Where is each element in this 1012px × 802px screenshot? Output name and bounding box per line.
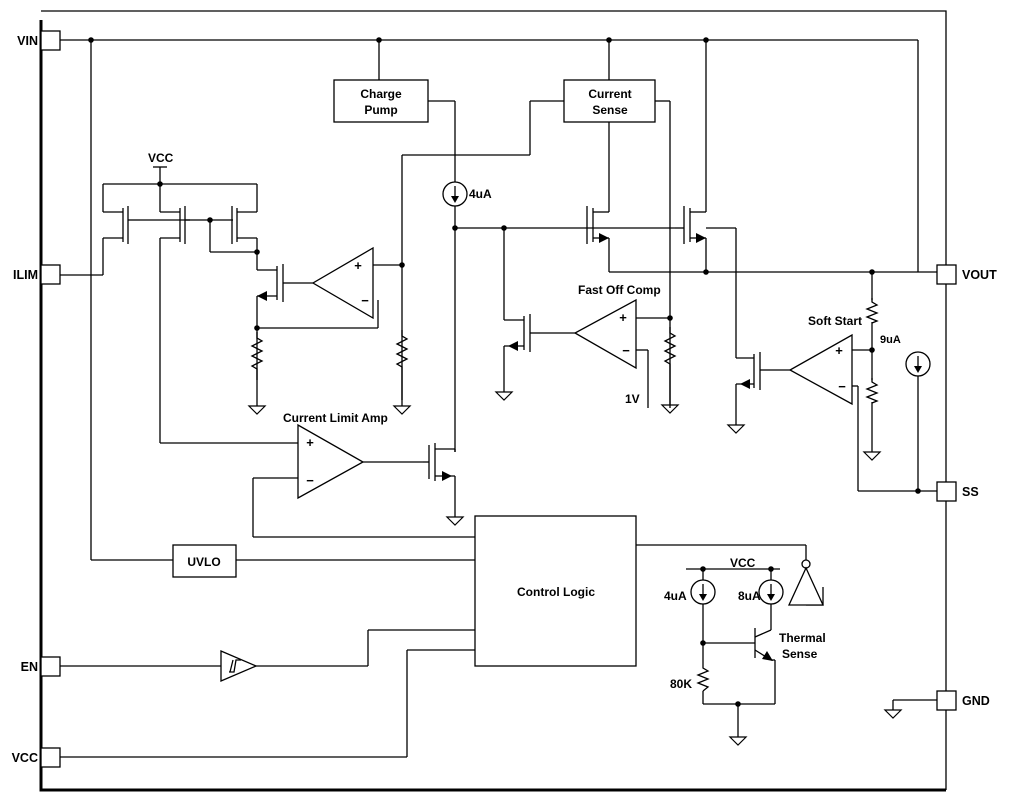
charge-pump-block: Charge Pump [333, 79, 429, 123]
control-logic-block: Control Logic [474, 515, 637, 667]
resistor-80k-label: 80K [670, 677, 692, 691]
error-amp: + − [311, 246, 374, 320]
current-limit-amp: + − [297, 423, 365, 500]
ground-icon [863, 451, 881, 461]
one-volt-label: 1V [625, 392, 640, 406]
resistor-sense [395, 330, 409, 378]
pin-vcc: VCC [12, 747, 61, 768]
current-sense-label-1: Current [588, 87, 631, 101]
pin-ilim: ILIM [13, 264, 61, 285]
fast-off-comp-minus: − [622, 343, 630, 358]
chip-outline [39, 10, 947, 792]
control-logic-label: Control Logic [517, 585, 595, 599]
pin-label-gnd: GND [962, 694, 990, 708]
soft-start-label: Soft Start [808, 314, 862, 328]
pin-label-vout: VOUT [962, 268, 997, 282]
soft-start-minus: − [838, 379, 846, 394]
resistor-fast-off [663, 327, 677, 375]
junction-dots [88, 37, 921, 707]
current-8ua-thermal-label: 8uA [738, 589, 761, 603]
fast-off-fet [504, 314, 540, 352]
current-limit-plus: + [306, 435, 314, 450]
current-4ua-top-label: 4uA [469, 187, 492, 201]
pin-label-vcc: VCC [12, 751, 38, 765]
vcc-thermal-label: VCC [730, 556, 756, 570]
fast-off-comp-label: Fast Off Comp [578, 283, 661, 297]
mirror-fet-3 [231, 206, 238, 244]
charge-pump-label-2: Pump [364, 103, 397, 117]
thermal-sense-label-1: Thermal [779, 631, 826, 645]
fast-off-comp: + − [573, 298, 637, 370]
current-limit-fet [423, 443, 456, 481]
pin-ss: SS [936, 481, 979, 502]
pin-vin: VIN [17, 30, 61, 51]
inverter [787, 559, 825, 606]
schmitt-buffer [220, 650, 258, 682]
current-limit-amp-label: Current Limit Amp [283, 411, 388, 425]
current-sense-label-2: Sense [592, 103, 628, 117]
pass-fet-2 [675, 206, 706, 244]
current-limit-minus: − [306, 473, 314, 488]
resistor-ilim [250, 332, 264, 380]
current-source-4ua-top [442, 181, 468, 207]
pin-label-ss: SS [962, 485, 979, 499]
current-4ua-thermal-label: 4uA [664, 589, 687, 603]
uvlo-block: UVLO [172, 544, 237, 578]
current-source-9ua [905, 351, 931, 377]
fast-off-comp-plus: + [619, 310, 627, 325]
ground-icon [729, 736, 747, 746]
ground-icon [727, 424, 745, 434]
annotations: VCC 4uA Fast Off Comp 1V Soft Start 9uA … [148, 151, 901, 691]
current-source-4ua-thermal [690, 579, 716, 605]
pin-vout: VOUT [936, 264, 997, 285]
wires [60, 39, 937, 758]
ground-icon [393, 405, 411, 415]
pin-label-en: EN [21, 660, 38, 674]
error-amp-plus: + [354, 258, 362, 273]
resistor-divider-top [865, 298, 879, 324]
thermal-bjt [754, 628, 773, 661]
pin-gnd: GND [936, 690, 990, 711]
current-source-8ua-thermal [758, 579, 784, 605]
soft-start-amp: + − [788, 333, 853, 406]
ground-icon [884, 709, 902, 719]
error-amp-minus: − [361, 293, 369, 308]
thermal-sense-label-2: Sense [782, 647, 818, 661]
ground-icon [248, 405, 266, 415]
current-9ua-label: 9uA [880, 334, 901, 346]
charge-pump-label-1: Charge [360, 87, 402, 101]
uvlo-label: UVLO [187, 555, 220, 569]
soft-start-fet [736, 352, 770, 390]
mirror-fet-2 [179, 206, 190, 244]
mirror-fet-1 [122, 206, 140, 244]
vcc-top-label: VCC [148, 151, 174, 165]
resistor-80k [696, 665, 710, 692]
pin-label-vin: VIN [17, 34, 38, 48]
resistor-divider-bottom [865, 378, 879, 404]
current-sense-block: Current Sense [563, 79, 656, 123]
ground-symbols [248, 375, 902, 746]
ground-icon [446, 516, 464, 526]
soft-start-plus: + [835, 343, 843, 358]
error-amp-fet [257, 264, 290, 302]
pass-fet-1 [586, 206, 609, 244]
ground-icon [495, 391, 513, 401]
pin-label-ilim: ILIM [13, 268, 38, 282]
